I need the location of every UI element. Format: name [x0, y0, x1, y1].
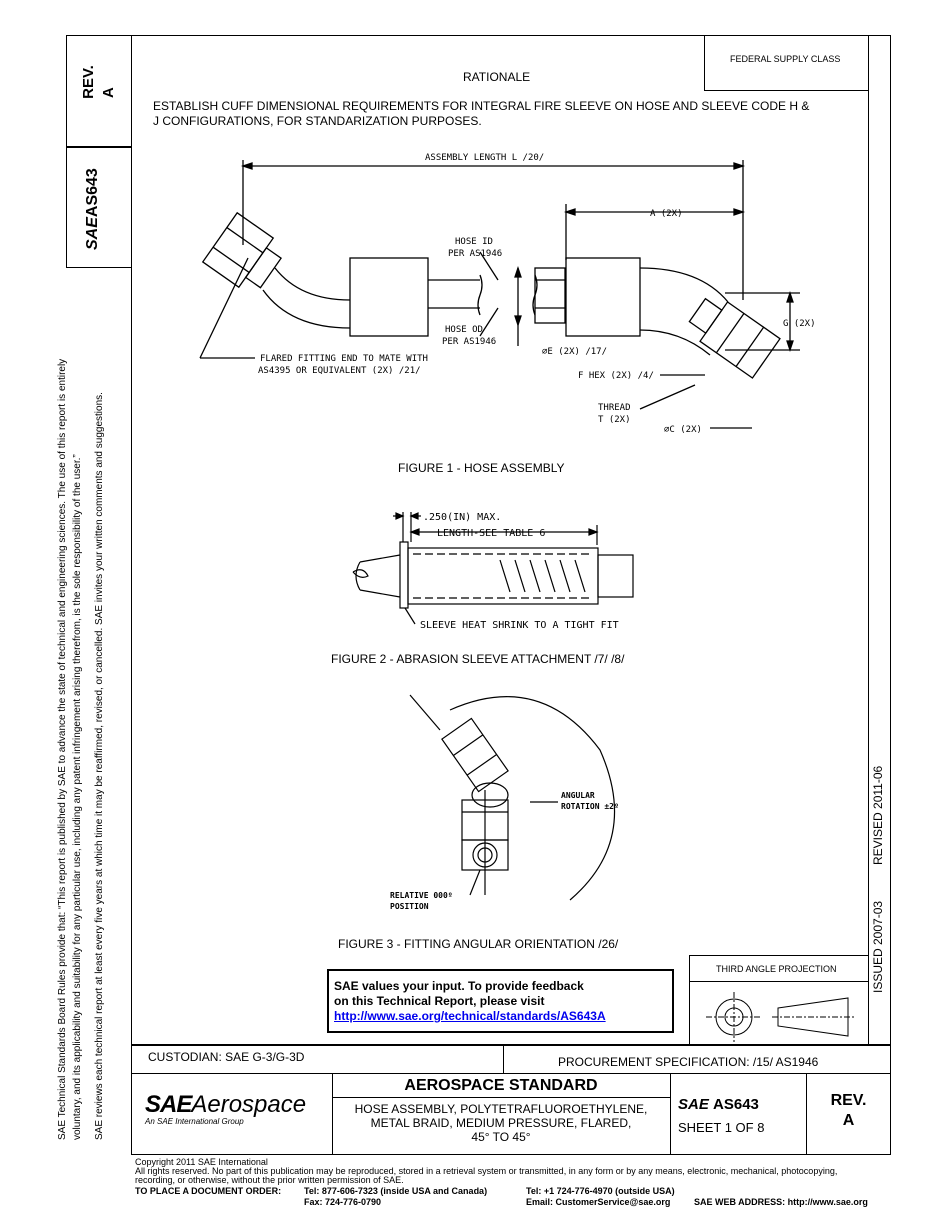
footer-rights2: recording, or otherwise, without the pri…	[135, 1175, 404, 1185]
figure2-drawing: .250(IN) MAX. LENGTH-SEE TABLE 6 SLEEVE …	[352, 512, 634, 631]
feedback-line2: on this Technical Report, please visit	[334, 994, 545, 1008]
flared-label-2: AS4395 OR EQUIVALENT (2X) /21/	[258, 366, 421, 376]
f-hex-label: F HEX (2X) /4/	[578, 371, 654, 381]
procurement-spec: PROCUREMENT SPECIFICATION: /15/ AS1946	[558, 1055, 819, 1069]
figure1-drawing: ASSEMBLY LENGTH L /20/ A (2X) HOSE ID PE…	[199, 153, 816, 435]
logo-divider	[332, 1073, 333, 1155]
title-block	[131, 1045, 891, 1155]
hose-id-label-2: PER AS1946	[448, 249, 502, 259]
footer-fax: Fax: 724-776-0790	[304, 1197, 382, 1207]
length-label: LENGTH-SEE TABLE 6	[437, 528, 545, 539]
standard-type-underline	[332, 1097, 670, 1098]
third-angle-box	[689, 955, 869, 1045]
block-doc-number: SAE AS643	[678, 1096, 759, 1113]
footer-order-label: TO PLACE A DOCUMENT ORDER:	[135, 1186, 282, 1196]
flared-label-1: FLARED FITTING END TO MATE WITH	[260, 354, 428, 364]
third-angle-divider	[689, 981, 869, 982]
angular-label-1: ANGULAR	[561, 791, 595, 800]
title-line1: HOSE ASSEMBLY, POLYTETRAFLUOROETHYLENE,	[354, 1102, 648, 1116]
footer-tel-usa: Tel: 877-606-7323 (inside USA and Canada…	[304, 1186, 488, 1196]
figure2-caption: FIGURE 2 - ABRASION SLEEVE ATTACHMENT /7…	[331, 652, 625, 666]
hose-od-label-2: PER AS1946	[442, 337, 496, 347]
figure3-drawing: ANGULAR ROTATION ±2º RELATIVE 000º POSIT…	[390, 694, 619, 911]
dim-c-label: ⌀C (2X)	[664, 425, 702, 435]
left-rev-value: A	[100, 87, 117, 98]
custodian: CUSTODIAN: SAE G-3/G-3D	[148, 1050, 305, 1064]
sheet-number: SHEET 1 OF 8	[678, 1120, 765, 1135]
third-angle-label: THIRD ANGLE PROJECTION	[716, 964, 837, 974]
left-rev-label: REV.	[80, 65, 97, 99]
rationale-line2: J CONFIGURATIONS, FOR STANDARIZATION PUR…	[153, 114, 482, 128]
title-line2: METAL BRAID, MEDIUM PRESSURE, FLARED,	[370, 1116, 632, 1130]
dim-a-label: A (2X)	[650, 209, 683, 219]
title-line3: 45° TO 45°	[471, 1130, 531, 1144]
title-divider	[670, 1073, 671, 1155]
relative-label-2: POSITION	[390, 902, 429, 911]
side-notice-line2: voluntary, and its applicability and sui…	[72, 454, 83, 1140]
left-doc-box	[66, 147, 132, 268]
figure1-caption: FIGURE 1 - HOSE ASSEMBLY	[398, 461, 565, 475]
sae-logo-mark: SAE	[145, 1091, 192, 1118]
feedback-box	[327, 969, 674, 1033]
logo-sub: An SAE International Group	[145, 1117, 244, 1126]
footer-copyright: Copyright 2011 SAE International	[135, 1157, 268, 1167]
relative-label-1: RELATIVE 000º	[390, 891, 453, 900]
page-frame	[131, 35, 891, 1045]
dim-e-label: ⌀E (2X) /17/	[542, 347, 607, 357]
side-notice-line3: SAE reviews each technical report at lea…	[94, 392, 105, 1140]
rationale-heading: RATIONALE	[463, 70, 531, 84]
hose-id-label-1: HOSE ID	[455, 237, 493, 247]
sae-aerospace-logo: SAEAerospace An SAE International Group	[145, 1091, 306, 1126]
rev-divider	[806, 1073, 807, 1155]
footer-email: Email: CustomerService@sae.org	[526, 1197, 671, 1207]
assembly-length-label: ASSEMBLY LENGTH L /20/	[425, 153, 544, 163]
left-doc-number: SAEAS643	[84, 168, 101, 250]
thread-label-2: T (2X)	[598, 415, 631, 425]
feedback-link[interactable]: http://www.sae.org/technical/standards/A…	[334, 1009, 606, 1023]
block-rev-label: REV.	[830, 1092, 867, 1109]
shrink-label: SLEEVE HEAT SHRINK TO A TIGHT FIT	[420, 620, 619, 631]
angular-label-2: ROTATION ±2º	[561, 802, 619, 811]
issued-date: ISSUED 2007-03	[871, 900, 885, 993]
thread-label-1: THREAD	[598, 403, 631, 413]
feedback-line1: SAE values your input. To provide feedba…	[334, 979, 584, 993]
rationale-line1: ESTABLISH CUFF DIMENSIONAL REQUIREMENTS …	[153, 99, 810, 113]
logo-main: Aerospace	[191, 1091, 307, 1118]
footer-web: SAE WEB ADDRESS: http://www.sae.org	[694, 1197, 868, 1207]
block-rev-value: A	[842, 1112, 855, 1129]
sae-mark: SAE	[84, 217, 101, 250]
block-sae-mark: SAE	[678, 1096, 709, 1113]
footer-rights1: All rights reserved. No part of this pub…	[135, 1166, 838, 1176]
federal-supply-class: FEDERAL SUPPLY CLASS	[730, 54, 841, 64]
date-strip-divider	[868, 35, 869, 1045]
third-angle-symbol	[706, 992, 854, 1042]
side-notice-line1: SAE Technical Standards Board Rules prov…	[57, 358, 68, 1140]
dim-g-label: G (2X)	[783, 319, 816, 329]
revised-date: REVISED 2011-06	[871, 765, 885, 865]
left-rev-box	[66, 35, 132, 147]
figure3-caption: FIGURE 3 - FITTING ANGULAR ORIENTATION /…	[338, 937, 619, 951]
title-block-divider	[131, 1073, 891, 1074]
custodian-divider	[503, 1045, 504, 1073]
max-label: .250(IN) MAX.	[423, 512, 501, 523]
hose-od-label-1: HOSE OD	[445, 325, 483, 335]
footer-tel-out: Tel: +1 724-776-4970 (outside USA)	[526, 1186, 675, 1196]
federal-supply-box	[704, 35, 869, 91]
standard-type: AEROSPACE STANDARD	[404, 1077, 598, 1094]
